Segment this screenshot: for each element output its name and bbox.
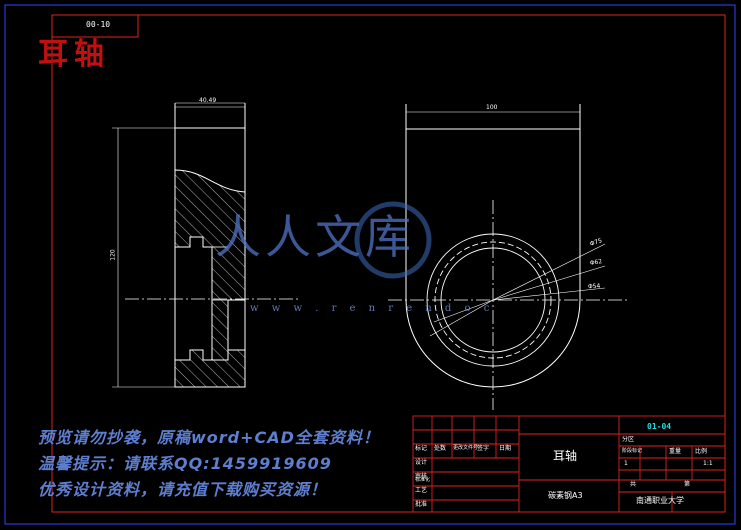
tb-label-date: 日期 xyxy=(499,445,512,452)
tb-label-standard: 标准化 xyxy=(415,477,431,483)
top-left-tag-box xyxy=(51,14,139,38)
title-block-grid xyxy=(412,415,726,513)
watermark-url: w w w . r e n r e n d o c xyxy=(250,303,495,314)
tb-label-designer: 设计 xyxy=(415,459,428,466)
tb-label-approve: 批准 xyxy=(415,501,428,508)
watermark-line-3: 优秀设计资料，请充值下载购买资源！ xyxy=(38,480,328,499)
tb-label-weight: 重量 xyxy=(669,448,682,455)
watermark-line-1: 预览请勿抄袭，原稿word+CAD全套资料！ xyxy=(38,428,380,447)
tb-label-process: 工艺 xyxy=(415,487,428,494)
title-block-drawing-code: 01-04 xyxy=(647,422,672,431)
tb-label-sheet: 共 xyxy=(630,481,637,488)
title-block-qty: 1 xyxy=(624,460,628,467)
tb-label-sign: 签字 xyxy=(477,445,490,452)
dim-height-side: 120 xyxy=(109,249,117,261)
section-view xyxy=(112,102,300,388)
tb-label-stage: 阶段标记 xyxy=(622,448,643,454)
title-block-scale: 1:1 xyxy=(703,460,713,467)
tb-label-zone: 分区 xyxy=(622,436,635,443)
outer-border xyxy=(4,4,736,525)
watermark-line-2: 温馨提示：请联系QQ:1459919609 xyxy=(38,454,332,473)
tb-label-ratio: 比例 xyxy=(695,448,708,455)
top-left-tag: 00-10 xyxy=(86,20,111,29)
part-name-large: 耳轴 xyxy=(38,37,110,72)
watermark-logo xyxy=(354,201,432,279)
front-view xyxy=(388,104,630,410)
tb-label-checker: 审核 xyxy=(415,473,428,480)
watermark-logo-text: 人人文库 xyxy=(215,210,415,264)
title-block-school: 南通职业大学 xyxy=(636,496,684,505)
dim-diameter-inner: Φ54 xyxy=(587,282,601,291)
title-block-part-name: 耳轴 xyxy=(553,449,578,463)
title-block-material: 碳素钢A3 xyxy=(548,491,583,500)
tb-label-doc-no: 更改文件号 xyxy=(453,445,479,451)
tb-label-mark: 标记 xyxy=(415,445,428,452)
tb-label-of: 第 xyxy=(684,481,691,488)
inner-border xyxy=(51,14,726,513)
dim-width-top: 40.49 xyxy=(199,97,217,104)
dim-width-right: 100 xyxy=(486,104,498,111)
tb-label-count: 处数 xyxy=(434,445,447,452)
